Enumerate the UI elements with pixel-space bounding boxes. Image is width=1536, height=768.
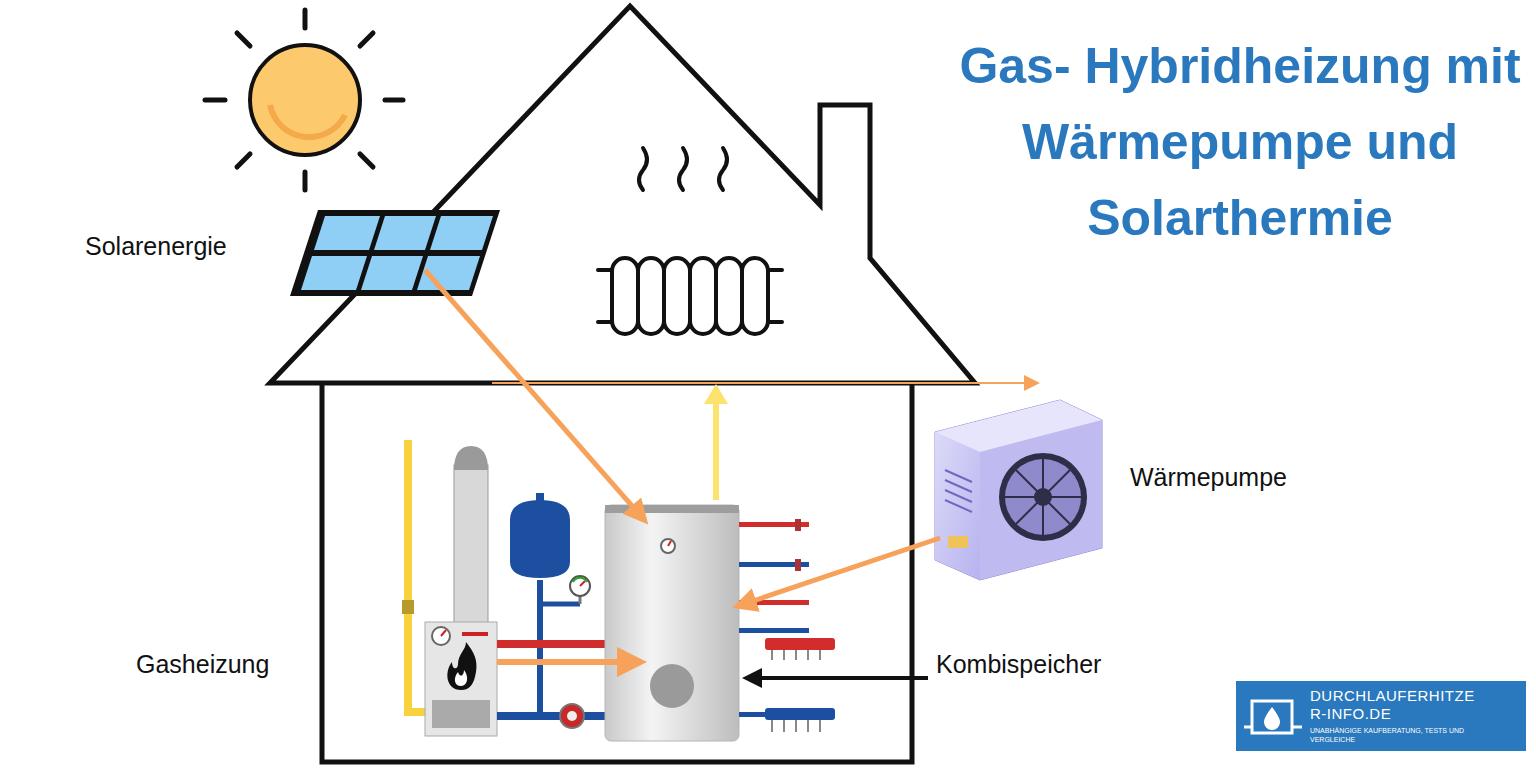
combi-storage-tank <box>605 505 809 741</box>
logo-tagline: UNABHÄNGIGE KAUFBERATUNG, TESTS UND VERG… <box>1310 726 1510 744</box>
gas-pipe <box>404 440 412 700</box>
diagram-title: Gas- Hybridheizung mit Wärmepumpe und So… <box>950 28 1530 256</box>
logo-name: DURCHLAUFERHITZER-INFO.DE <box>1310 687 1485 723</box>
sun <box>205 10 403 190</box>
gas-boiler <box>425 622 497 736</box>
component-label: Solarenergie <box>85 232 227 261</box>
radiator <box>598 148 782 334</box>
expansion-vessel <box>510 493 590 712</box>
return-pipe <box>497 712 607 720</box>
flue-pipe <box>454 446 488 625</box>
component-label: Kombispeicher <box>936 650 1101 679</box>
component-label: Gasheizung <box>136 650 269 679</box>
gas-valve <box>402 600 414 614</box>
circulation-pump <box>560 704 584 728</box>
logo-badge: DURCHLAUFERHITZER-INFO.DE UNABHÄNGIGE KAU… <box>1236 681 1526 751</box>
logo-icon <box>1242 687 1304 745</box>
heat-pump <box>935 400 1102 580</box>
solar-panel <box>290 210 500 296</box>
heat-flow-arrows <box>425 270 1032 678</box>
manifold <box>765 638 835 732</box>
flow-pipe <box>497 640 607 648</box>
component-label: Wärmepumpe <box>1130 463 1287 492</box>
